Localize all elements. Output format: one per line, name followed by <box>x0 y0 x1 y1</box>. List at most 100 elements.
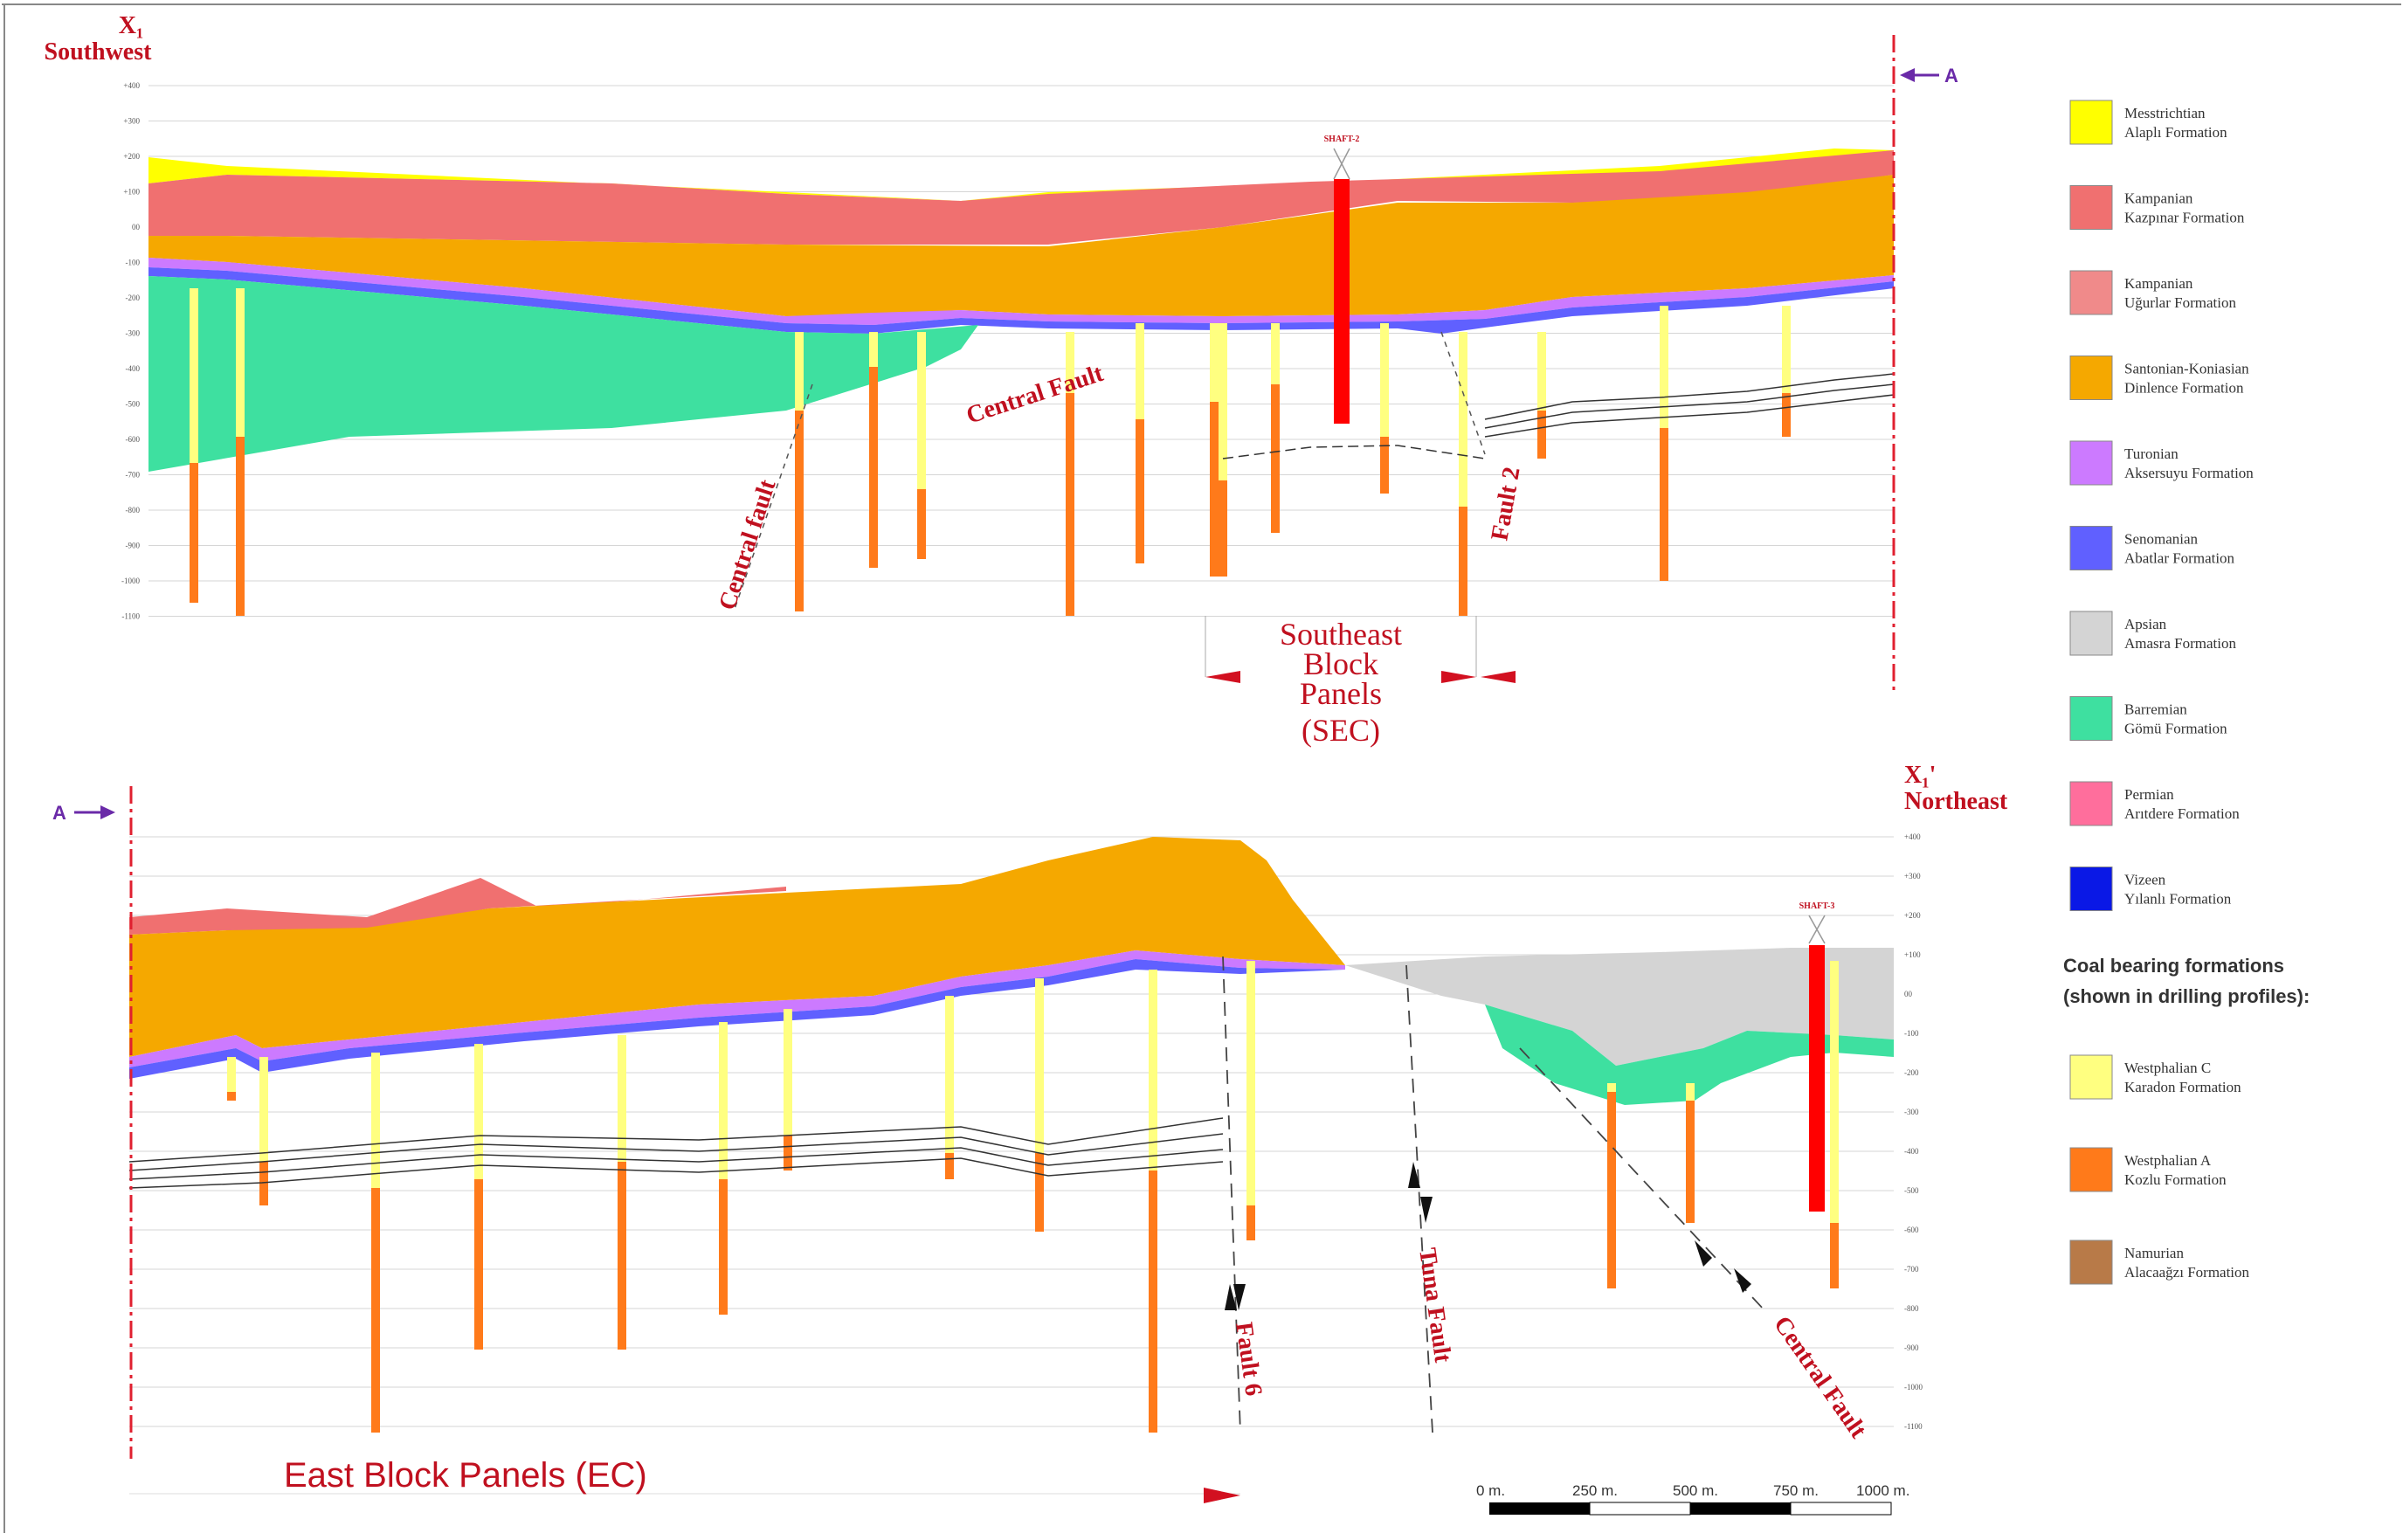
elevation-tick-label: 00 <box>132 223 141 231</box>
legend-label-formation: Abatlar Formation <box>2124 550 2235 567</box>
borehole-westphalian-c <box>1210 323 1219 402</box>
borehole-westphalian-a <box>917 489 926 559</box>
borehole-westphalian-c <box>1782 306 1791 393</box>
top-fault-lines <box>733 331 1486 612</box>
sec-arrow-right-a <box>1441 671 1476 683</box>
legend-label-age: Namurian <box>2124 1245 2184 1261</box>
legend-swatch <box>2069 526 2113 570</box>
sec-label-line2: Block <box>1303 646 1378 681</box>
legend-swatch <box>2069 696 2113 741</box>
bottom-layer-gomu <box>1485 1005 1894 1105</box>
shaft-3 <box>1808 915 1826 1212</box>
borehole-westphalian-a <box>1066 393 1074 616</box>
legend-swatch <box>2069 185 2113 230</box>
sec-arrow-left <box>1205 671 1240 683</box>
borehole-westphalian-a <box>1210 402 1219 577</box>
borehole-westphalian-c <box>1149 970 1157 1171</box>
legend-label-formation: Arıtdere Formation <box>2124 805 2240 822</box>
legend-label-age: Apsian <box>2124 616 2167 632</box>
borehole-westphalian-c <box>1219 323 1227 480</box>
legend-label-formation: Alaplı Formation <box>2124 124 2227 141</box>
borehole-westphalian-a <box>795 411 804 611</box>
borehole-westphalian-c <box>1459 332 1467 507</box>
elevation-tick-label: -300 <box>126 329 141 338</box>
tuna-fault-arrow-up <box>1408 1162 1420 1188</box>
marker-a-bottom-arrowhead <box>100 805 115 819</box>
top-layer-senomanian <box>148 267 1894 334</box>
borehole-westphalian-c <box>1380 323 1389 437</box>
legend-label-formation: Uğurlar Formation <box>2124 294 2236 311</box>
elevation-tick-label: -900 <box>126 542 141 550</box>
shaft-2-label: SHAFT-2 <box>1324 135 1360 144</box>
bottom-layer-turonian <box>129 950 1345 1067</box>
legend-swatch <box>2069 100 2113 145</box>
legend-label-age: Santonian-Koniasian <box>2124 361 2249 377</box>
elevation-tick-label: -700 <box>126 471 141 480</box>
borehole-westphalian-a <box>190 463 198 603</box>
elevation-tick-label: -200 <box>126 293 141 302</box>
scale-label-1000: 1000 m. <box>1856 1482 1909 1499</box>
borehole-westphalian-c <box>259 1057 268 1162</box>
legend-label-age: Westphalian A <box>2124 1152 2212 1169</box>
legend-label-formation: Kazpınar Formation <box>2124 210 2245 226</box>
borehole-westphalian-c <box>1607 1083 1616 1092</box>
scale-label-250: 250 m. <box>1572 1482 1618 1499</box>
sec-label-line3: Panels <box>1300 676 1382 711</box>
shaft-3-label: SHAFT-3 <box>1799 901 1835 911</box>
marker-a-top: A <box>1944 65 1958 86</box>
top-layer-kazpinar <box>148 150 1894 245</box>
bottom-corner-x1prime: X₁' <box>1904 762 1936 789</box>
fault-label-central-top: Central Fault <box>963 360 1108 430</box>
legend-swatch <box>2069 867 2113 911</box>
elevation-tick-label: -800 <box>126 506 141 514</box>
borehole-westphalian-c <box>917 332 926 489</box>
legend-swatch <box>2069 270 2113 315</box>
scale-label-500: 500 m. <box>1673 1482 1718 1499</box>
legend-label-formation: Amasra Formation <box>2124 635 2236 652</box>
elevation-tick-label: -600 <box>126 435 141 444</box>
legend-label-formation: Gömü Formation <box>2124 721 2227 737</box>
bottom-corner-northeast: Northeast <box>1904 788 2008 815</box>
borehole-westphalian-a <box>1537 411 1546 459</box>
central-fault-arrow-down <box>1734 1268 1751 1293</box>
bottom-layer-dinlence <box>129 837 1345 1057</box>
borehole-westphalian-a <box>1459 507 1467 616</box>
legend-swatch <box>2069 1240 2113 1285</box>
elevation-tick-label: -1000 <box>121 577 140 585</box>
elevation-tick-label: +200 <box>1904 911 1921 920</box>
borehole-westphalian-c <box>945 996 954 1153</box>
top-corner-southwest: Southwest <box>45 38 153 66</box>
sec-arrow-right-b <box>1481 671 1516 683</box>
legend-label-formation: Aksersuyu Formation <box>2124 465 2254 481</box>
elevation-tick-label: -600 <box>1904 1226 1919 1234</box>
elevation-tick-label: -1100 <box>1904 1422 1923 1431</box>
borehole-westphalian-a <box>236 437 245 616</box>
coal-heading-line2: (shown in drilling profiles): <box>2063 985 2310 1007</box>
borehole-westphalian-c <box>1830 961 1839 1223</box>
top-layer-gomu <box>148 276 978 472</box>
legend-swatch <box>2069 440 2113 486</box>
elevation-tick-label: -100 <box>1904 1029 1919 1038</box>
elevation-tick-label: +100 <box>123 188 140 197</box>
borehole-westphalian-c <box>1066 332 1074 393</box>
elevation-tick-label: -500 <box>126 400 141 409</box>
elevation-tick-label: -300 <box>1904 1108 1919 1116</box>
legend-label-formation: Kozlu Formation <box>2124 1171 2227 1188</box>
elevation-tick-label: -100 <box>126 259 141 267</box>
legend-label-age: Barremian <box>2124 701 2187 718</box>
borehole-westphalian-a <box>1136 419 1144 563</box>
marker-a-top-arrowhead <box>1900 68 1915 82</box>
borehole-westphalian-a <box>1219 480 1227 577</box>
borehole-westphalian-a <box>371 1188 380 1433</box>
borehole-westphalian-c <box>227 1057 236 1092</box>
borehole-westphalian-a <box>1271 384 1280 533</box>
fault-6-arrow-down <box>1233 1284 1246 1310</box>
elevation-tick-label: -1100 <box>121 612 140 621</box>
fault-label-central-bottom: Central Fault <box>1768 1311 1872 1443</box>
legend-label-age: Turonian <box>2124 445 2179 462</box>
scale-label-750: 750 m. <box>1773 1482 1819 1499</box>
